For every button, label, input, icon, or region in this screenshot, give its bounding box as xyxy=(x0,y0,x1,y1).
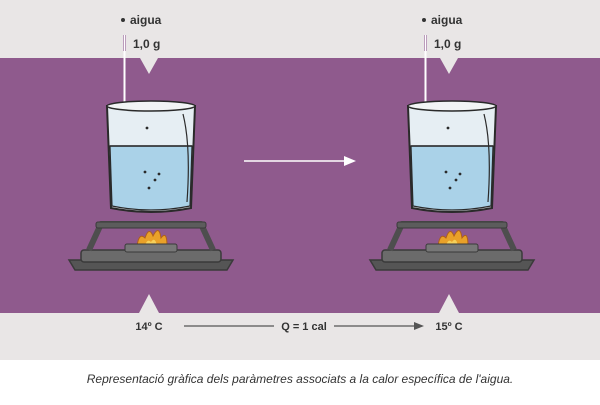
figure-caption: Representació gràfica dels paràmetres as… xyxy=(86,372,514,386)
right-bullet-icon xyxy=(422,18,426,22)
left-setup: aigua 1,0 g 14º C xyxy=(69,13,233,333)
transition-arrow-icon xyxy=(244,156,356,166)
bottom-panel xyxy=(0,313,600,360)
right-mass-label: 1,0 g xyxy=(434,37,461,51)
purple-band xyxy=(0,58,600,313)
left-bullet-icon xyxy=(121,18,125,22)
heat-arrowhead-icon xyxy=(414,322,424,330)
right-top-pointer-icon xyxy=(440,58,458,74)
left-top-pointer-icon xyxy=(140,58,158,74)
heat-label: Q = 1 cal xyxy=(281,321,327,333)
right-bottom-pointer-icon xyxy=(439,294,459,313)
left-mass-label: 1,0 g xyxy=(133,37,160,51)
right-setup: aigua 1,0 g 15º C xyxy=(370,13,534,333)
left-bottom-pointer-icon xyxy=(139,294,159,313)
left-substance-label: aigua xyxy=(130,13,162,27)
left-temperature-label: 14º C xyxy=(135,321,162,333)
right-temperature-label: 15º C xyxy=(435,321,462,333)
top-panel xyxy=(0,0,600,58)
heat-arrow: Q = 1 cal xyxy=(184,321,424,333)
right-substance-label: aigua xyxy=(431,13,463,27)
